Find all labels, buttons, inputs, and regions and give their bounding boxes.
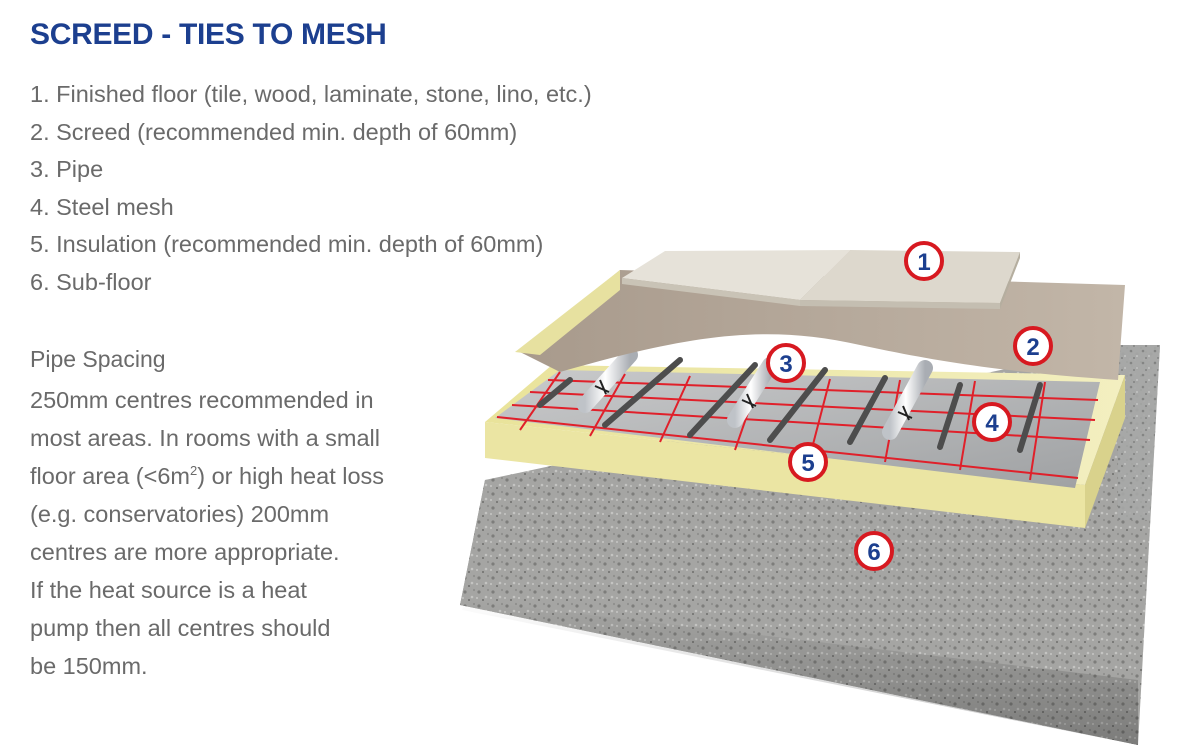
pipe-spacing-line: (e.g. conservatories) 200mm bbox=[30, 501, 330, 527]
component-legend: 1. Finished floor (tile, wood, laminate,… bbox=[30, 76, 592, 301]
legend-item-finished-floor: 1. Finished floor (tile, wood, laminate,… bbox=[30, 81, 592, 107]
pipe-spacing-text-part: floor area (<6m bbox=[30, 463, 191, 489]
legend-item-steel-mesh: 4. Steel mesh bbox=[30, 193, 174, 220]
pipe-spacing-text: 250mm centres recommended in most areas.… bbox=[30, 381, 450, 685]
legend-item-insulation: 5. Insulation (recommended min. depth of… bbox=[30, 231, 544, 257]
pipe-spacing-line: centres are more appropriate. bbox=[30, 539, 340, 565]
callout-1: 1 bbox=[904, 241, 944, 281]
callout-2: 2 bbox=[1013, 326, 1053, 366]
pipe-spacing-text-part: ) or high heat loss bbox=[197, 463, 385, 489]
legend-item-screed: 2. Screed (recommended min. depth of 60m… bbox=[30, 118, 518, 145]
legend-item-pipe: 3. Pipe bbox=[30, 156, 104, 182]
pipe-spacing-line: be 150mm. bbox=[30, 653, 148, 679]
callout-number: 4 bbox=[985, 410, 999, 437]
callout-number: 1 bbox=[917, 249, 930, 276]
pipe-spacing-line: floor area (<6m2) or high heat loss bbox=[30, 457, 450, 495]
pipe-spacing-line: pump then all centres should bbox=[30, 615, 331, 641]
callout-3: 3 bbox=[766, 343, 806, 383]
callout-number: 5 bbox=[801, 450, 814, 477]
pipe-spacing-line: most areas. In rooms with a small bbox=[30, 425, 380, 451]
steel-mesh-layer bbox=[495, 357, 1100, 488]
callout-5: 5 bbox=[788, 442, 828, 482]
callout-number: 3 bbox=[779, 351, 792, 378]
callout-6: 6 bbox=[854, 531, 894, 571]
pipes bbox=[577, 347, 933, 440]
callout-number: 2 bbox=[1026, 334, 1039, 361]
superscript-two: 2 bbox=[190, 463, 198, 479]
pipe-spacing-line: If the heat source is a heat bbox=[30, 577, 307, 603]
pipe-spacing-heading: Pipe Spacing bbox=[30, 346, 166, 372]
page-title: SCREED - TIES TO MESH bbox=[30, 18, 387, 51]
callout-4: 4 bbox=[972, 402, 1012, 442]
callout-number: 6 bbox=[867, 539, 880, 566]
finished-floor-layer bbox=[622, 250, 1020, 309]
pipe-spacing-line: 250mm centres recommended in bbox=[30, 387, 374, 413]
legend-item-sub-floor: 6. Sub-floor bbox=[30, 268, 152, 295]
